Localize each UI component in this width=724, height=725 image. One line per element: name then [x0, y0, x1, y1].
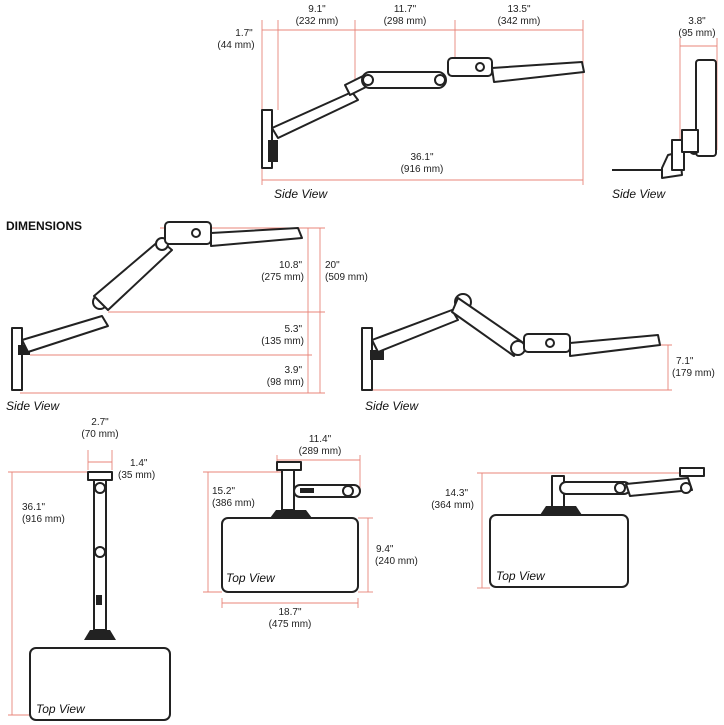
dim-label: (364 mm)	[431, 500, 474, 511]
view-label-side-3: Side View	[6, 399, 60, 413]
dim-label: 36.1"	[410, 152, 433, 163]
dim-label: (342 mm)	[498, 16, 541, 27]
dim-label: (240 mm)	[375, 556, 418, 567]
dim-label: (98 mm)	[267, 377, 304, 388]
dim-label: (386 mm)	[212, 498, 255, 509]
dim-label: (35 mm)	[118, 470, 155, 481]
dim-label: (475 mm)	[269, 619, 312, 630]
arm-top-view-wide	[489, 467, 705, 588]
dim-label: 15.2"	[212, 486, 235, 497]
arm-side-view-folded	[612, 59, 717, 179]
dim-label: 14.3"	[445, 488, 468, 499]
view-label-side-2: Side View	[612, 187, 666, 201]
arm-top-view-angled	[221, 461, 361, 593]
dim-label: (232 mm)	[296, 16, 339, 27]
dim-label: 11.4"	[309, 434, 332, 445]
dim-label: (289 mm)	[299, 446, 342, 457]
dim-label: 5.3"	[285, 324, 303, 335]
dim-label: (298 mm)	[384, 16, 427, 27]
dim-label: 11.7"	[394, 4, 417, 15]
arm-side-view-lowered	[361, 293, 661, 391]
view-label-top-3: Top View	[496, 569, 546, 583]
dim-label: 1.4"	[130, 458, 148, 469]
dim-label: (509 mm)	[325, 272, 368, 283]
arm-side-view-raised	[11, 221, 303, 391]
dim-label: (916 mm)	[22, 514, 65, 525]
view-label-top-1: Top View	[36, 702, 86, 716]
dim-label: 36.1"	[22, 502, 45, 513]
dim-label: 20"	[325, 260, 340, 271]
dim-label: 9.1"	[308, 4, 326, 15]
dim-label: (916 mm)	[401, 164, 444, 175]
dim-label: 18.7"	[278, 607, 301, 618]
view-label-top-2: Top View	[226, 571, 276, 585]
dimensions-heading: DIMENSIONS	[6, 219, 82, 233]
view-label-side-1: Side View	[274, 187, 328, 201]
dim-label: 1.7"	[235, 28, 253, 39]
dim-label: 9.4"	[376, 544, 394, 555]
dim-label: (135 mm)	[261, 336, 304, 347]
dim-label: (70 mm)	[81, 429, 118, 440]
dim-label: 13.5"	[507, 4, 530, 15]
dim-label: 2.7"	[91, 417, 109, 428]
view-label-side-4: Side View	[365, 399, 419, 413]
dim-label: (44 mm)	[217, 40, 254, 51]
dim-label: 3.8"	[688, 16, 706, 27]
dim-label: (179 mm)	[672, 368, 715, 379]
dim-label: 7.1"	[676, 356, 694, 367]
dim-label: 3.9"	[285, 365, 303, 376]
dim-label: (275 mm)	[261, 272, 304, 283]
dim-label: 10.8"	[279, 260, 302, 271]
arm-side-view-extended	[261, 57, 585, 169]
arm-top-view-straight	[29, 471, 171, 721]
dim-label: (95 mm)	[678, 28, 715, 39]
